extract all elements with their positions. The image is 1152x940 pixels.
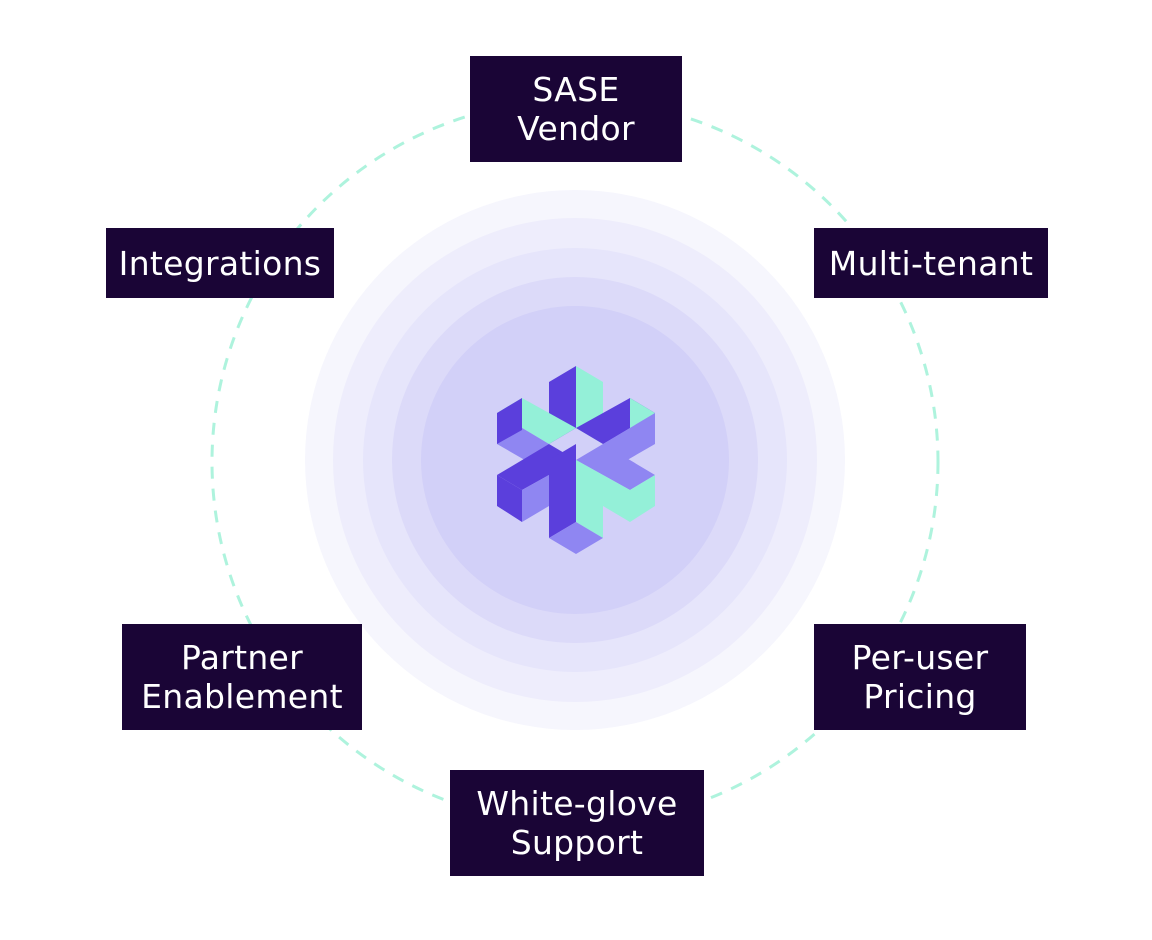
node-multi-tenant-label: Multi-tenant — [828, 243, 1034, 283]
node-white-glove-support-line1: White-glove — [476, 784, 678, 823]
node-integrations-label: Integrations — [118, 243, 322, 283]
node-integrations[interactable]: Integrations — [106, 228, 334, 298]
dashed-orbit-ring — [210, 98, 940, 826]
node-sase-vendor-line2: Vendor — [517, 109, 635, 148]
node-per-user-pricing[interactable]: Per-user Pricing — [814, 624, 1026, 730]
node-per-user-pricing-line1: Per-user — [851, 638, 989, 677]
node-sase-vendor-line1: SASE — [532, 70, 620, 109]
node-multi-tenant[interactable]: Multi-tenant — [814, 228, 1048, 298]
hexagonal-asterisk-logo-icon — [497, 366, 655, 554]
node-partner-enablement[interactable]: Partner Enablement — [122, 624, 362, 730]
node-per-user-pricing-line2: Pricing — [863, 677, 977, 716]
node-sase-vendor[interactable]: SASE Vendor — [470, 56, 682, 162]
node-partner-enablement-line2: Enablement — [141, 677, 343, 716]
node-white-glove-support-line2: Support — [510, 823, 644, 862]
node-white-glove-support[interactable]: White-glove Support — [450, 770, 704, 876]
node-partner-enablement-line1: Partner — [180, 638, 304, 677]
